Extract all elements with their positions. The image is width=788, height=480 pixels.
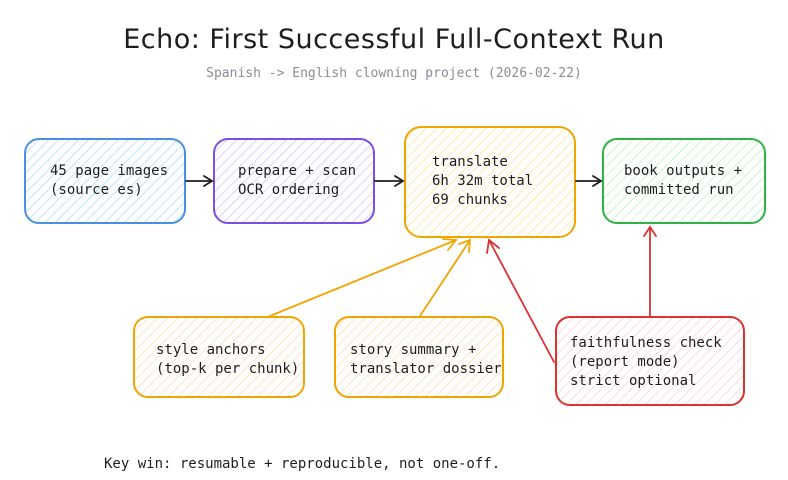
- node-outputs-line-1: book outputs +: [624, 163, 743, 179]
- node-prepare-line-2: OCR ordering: [238, 182, 340, 198]
- node-style-box: [133, 316, 305, 398]
- node-faith-line-1: faithfulness check: [570, 335, 722, 351]
- node-prepare-label: prepare + scan OCR ordering: [238, 162, 356, 200]
- node-faith-label: faithfulness check (report mode) strict …: [570, 334, 722, 391]
- key-win-note: Key win: resumable + reproducible, not o…: [104, 456, 501, 472]
- node-faith-box: [555, 316, 745, 406]
- arrow-translate-to-outputs: [575, 175, 603, 187]
- arrow-story-to-translate: [419, 238, 472, 317]
- node-translate-line-3: 69 chunks: [432, 192, 508, 208]
- arrow-source-to-prepare: [185, 175, 214, 187]
- node-faith-line-2: (report mode): [570, 354, 680, 370]
- node-prepare-line-1: prepare + scan: [238, 163, 357, 179]
- node-style-line-2: (top-k per chunk): [156, 361, 300, 377]
- node-outputs-line-2: committed run: [624, 182, 734, 198]
- node-translate-line-1: translate: [432, 154, 508, 170]
- arrow-faith-to-outputs: [643, 225, 657, 317]
- node-translate-label: translate 6h 32m total 69 chunks: [432, 153, 533, 210]
- node-story-box: [334, 316, 504, 398]
- node-outputs-label: book outputs + committed run: [624, 162, 742, 200]
- diagram-title: Echo: First Successful Full-Context Run: [123, 24, 665, 55]
- arrow-prepare-to-translate: [374, 175, 405, 187]
- node-story-line-2: translator dossier: [350, 361, 502, 377]
- node-translate-box: [404, 126, 576, 238]
- node-story-line-1: story summary +: [350, 342, 477, 358]
- node-style-label: style anchors (top-k per chunk): [156, 341, 299, 379]
- arrow-style-to-translate: [269, 238, 458, 317]
- node-source-line-1: 45 page images: [50, 163, 169, 179]
- node-faith-line-3: strict optional: [570, 373, 697, 389]
- diagram-subtitle: Spanish -> English clowning project (202…: [206, 66, 582, 81]
- node-translate-line-2: 6h 32m total: [432, 173, 534, 189]
- node-style-line-1: style anchors: [156, 342, 266, 358]
- arrow-faith-to-translate: [486, 238, 555, 363]
- node-story-label: story summary + translator dossier: [350, 341, 502, 379]
- node-source-line-2: (source es): [50, 182, 143, 198]
- node-prepare-box: [213, 138, 375, 224]
- node-source-label: 45 page images (source es): [50, 162, 168, 200]
- node-source-box: [24, 138, 186, 224]
- node-outputs-box: [602, 138, 766, 224]
